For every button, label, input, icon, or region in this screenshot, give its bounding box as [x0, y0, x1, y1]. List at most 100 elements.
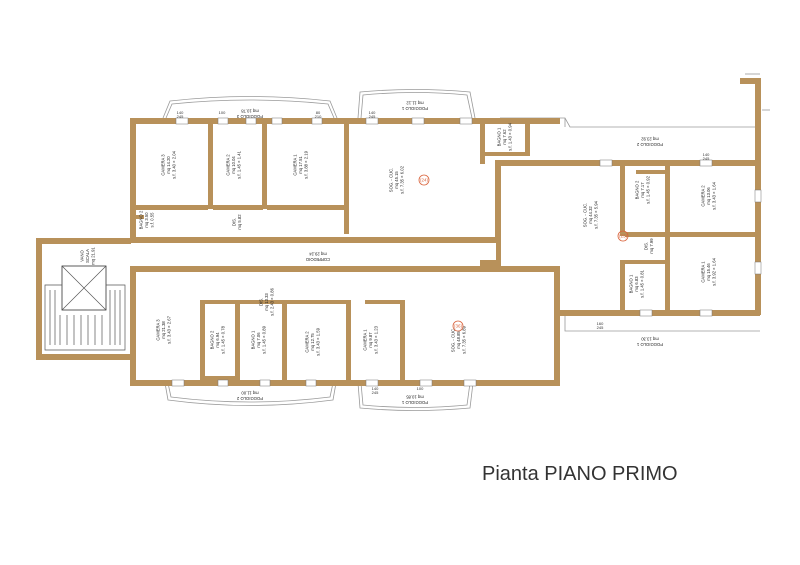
dim-tag: 245 — [703, 156, 710, 161]
room-label-line: mq 15.46 — [706, 263, 711, 281]
room-label-dis-top: DIS.mq 5.82 — [231, 214, 242, 230]
room-label-line: mq 29.24 — [309, 251, 327, 256]
room-label-line: SOG. - CUC. — [451, 328, 456, 352]
room-label-line: s.f. 1.45 × 0.89 — [262, 325, 267, 353]
room-label-line: SOG. - CUC. — [583, 203, 588, 227]
room-label-line: BAGNO 2 — [210, 330, 215, 349]
room-label-line: s.f. 3.88 × 2.19 — [304, 150, 309, 178]
dim-tag: 245 — [369, 114, 376, 119]
unit-label-36: (36) — [454, 324, 463, 329]
room-label-line: mq 7.99 — [649, 238, 654, 254]
room-label-line: mq 14.20 — [166, 156, 171, 174]
balcony-label-poggiolo2-right: POGGIOLO 2mq 23.92 — [636, 136, 663, 147]
dimension-tags: 140 245 100 80 210 140 245 100 140 245 1… — [177, 110, 710, 395]
room-label-line: s.f. 3.43 × 1.64 — [712, 181, 717, 209]
room-label-line: mq 7.06 — [256, 332, 261, 348]
dim-tag: 100 — [219, 110, 226, 115]
dim-tag: 245 — [177, 114, 184, 119]
dim-tag: 245 — [597, 325, 604, 330]
room-label-line: s.f. 7.35 × 6.89 — [462, 325, 467, 353]
balcony-label-poggiolo1-right: POGGIOLO 1mq 13.30 — [636, 336, 663, 347]
unit-marker-23 — [617, 230, 629, 242]
room-label-line: s.f. 7.35 × 5.94 — [594, 200, 599, 228]
room-label-line: s.f. 3.43 × 1.59 — [316, 327, 321, 355]
balcony-label-poggiolo2-bot: POGGIOLO 2mq 11.00 — [236, 390, 263, 401]
room-label-line: mq 13.33 — [264, 293, 269, 311]
balcony-label-line: mq 13.30 — [641, 336, 659, 341]
room-label-line: s.f. 1.45 × 0.92 — [646, 175, 651, 203]
balcony-label-poggiolo1-bot: POGGIOLO 1mq 10.85 — [401, 394, 428, 405]
room-label-line: CAMERA 1 — [363, 329, 368, 351]
unit-marker-36 — [452, 320, 464, 332]
balcony-label-line: POGGIOLO 1 — [401, 400, 428, 405]
room-label-line: s.f. 1.45 × 0.78 — [221, 325, 226, 353]
room-label-line: CAMERA 1 — [293, 154, 298, 176]
dim-tag: 80 — [316, 110, 321, 115]
room-label-line: CAMERA 2 — [226, 154, 231, 176]
balcony-label-line: mq 11.00 — [241, 390, 259, 395]
balcony-label-poggiolo1-top: POGGIOLO 1mq 11.12 — [401, 100, 428, 111]
room-label-line: mq 21.38 — [161, 321, 166, 339]
room-label-line: BAGNO 1 — [251, 330, 256, 349]
room-label-line: CAMERA 2 — [701, 185, 706, 207]
room-label-line: VANO — [80, 249, 85, 261]
room-label-line: mq 9.87 — [368, 332, 373, 348]
dim-tag: 100 — [417, 386, 424, 391]
unit-marker-24 — [418, 174, 430, 186]
balcony-label-line: mq 11.12 — [406, 100, 424, 105]
dim-tag: 140 — [177, 110, 184, 115]
unit-markers: (24) (23) (36) — [418, 174, 629, 332]
unit-label-24: (24) — [420, 178, 429, 183]
room-label-line: s.f. 3.92 × 1.64 — [712, 257, 717, 285]
room-label-line: mq 7.17 — [640, 182, 645, 198]
balcony-label-line: mq 23.92 — [641, 136, 659, 141]
room-label-line: s.f. 3.43 × 1.23 — [374, 325, 379, 353]
stairwell — [36, 238, 131, 360]
room-label-line: mq 21.91 — [91, 247, 96, 265]
dim-tag: 140 — [369, 110, 376, 115]
room-label-line: s.f. 1.45 × 1.41 — [237, 150, 242, 178]
room-label-dis-right: DIS.mq 7.99 — [643, 238, 654, 254]
room-label-line: DIS. — [259, 298, 264, 306]
dim-tag: 140 — [372, 386, 379, 391]
room-label-line: mq 17.51 — [298, 156, 303, 174]
room-label-line: CAMERA 3 — [161, 154, 166, 176]
balcony-label-line: POGGIOLO 2 — [236, 396, 263, 401]
dim-tag: 160 — [597, 321, 604, 326]
room-label-line: s.f. 3.43 × 2.67 — [167, 315, 172, 343]
room-label-line: s.f. 0.55 — [150, 212, 155, 228]
room-label-line: mq 6.94 — [215, 332, 220, 348]
room-label-line: BAGNO 2 — [635, 180, 640, 199]
room-label-line: DIS. — [231, 218, 236, 226]
balcony-label-line: mq 10.85 — [406, 394, 424, 399]
room-label-line: s.f. 1.45 × 0.81 — [640, 269, 645, 297]
balcony-label-line: POGGIOLO 2 — [636, 142, 663, 147]
dim-tag: 210 — [315, 114, 322, 119]
balcony-label-poggiolo3-top: POGGIOLO 3mq 10.78 — [236, 108, 263, 119]
room-label-line: s.f. 1.43 × 0.94 — [508, 122, 513, 150]
plan-title: Pianta PIANO PRIMO — [482, 463, 678, 485]
dim-tag: 140 — [703, 152, 710, 157]
room-label-line: CAMERA 2 — [305, 331, 310, 353]
room-label-line: SCALA — [85, 249, 90, 263]
balcony-label-line: POGGIOLO 3 — [236, 114, 263, 119]
room-label-line: s.f. 3.40 × 2.04 — [172, 150, 177, 178]
room-label-line: BAGNO 1 — [629, 274, 634, 293]
room-label-line: BAGNO 1 — [497, 127, 502, 146]
